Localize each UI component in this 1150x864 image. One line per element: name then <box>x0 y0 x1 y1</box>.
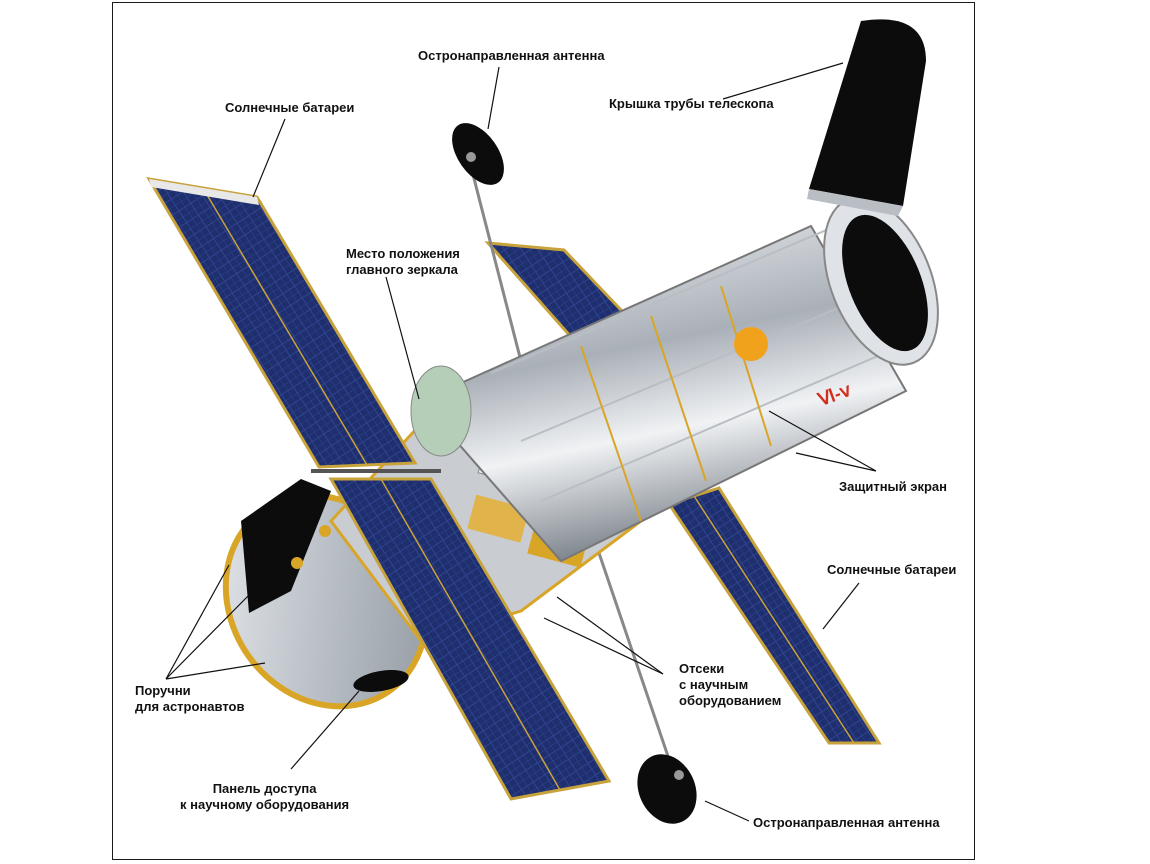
diagram-frame: Ⅵ-ⅴ <box>112 2 975 860</box>
leader-bays-2 <box>543 617 664 675</box>
label-solar-arrays-top: Солнечные батареи <box>225 100 355 115</box>
leader-antenna-top <box>487 66 500 130</box>
label-access-panel: Панель доступа к научному оборудования <box>180 781 349 813</box>
leader-shield-2 <box>795 452 877 472</box>
hubble-telescope-illustration: Ⅵ-ⅴ <box>146 19 939 824</box>
label-handrails: Поручни для астронавтов <box>135 683 244 715</box>
leader-aperture-door <box>722 62 844 100</box>
label-handrails-line1: Поручни <box>135 683 191 698</box>
leader-handrails-2 <box>165 592 252 680</box>
label-aperture-door: Крышка трубы телескопа <box>609 96 774 111</box>
leader-handrails-3 <box>165 662 266 680</box>
label-bays-line3: оборудованием <box>679 693 782 708</box>
label-mirror-line1: Место положения <box>346 246 460 261</box>
leader-solar-right <box>822 582 860 630</box>
antenna-top <box>452 123 525 370</box>
label-panel-line1: Панель доступа <box>212 781 317 796</box>
solar-array-top <box>146 176 418 469</box>
label-mirror-line2: главного зеркала <box>346 262 458 277</box>
aperture-door <box>807 19 926 216</box>
label-bays-line2: с научным <box>679 677 749 692</box>
label-shield: Защитный экран <box>839 479 947 494</box>
label-handrails-line2: для астронавтов <box>135 699 245 714</box>
leader-shield-1 <box>768 410 877 472</box>
solar-array-bottom <box>311 469 612 801</box>
label-solar-arrays-right: Солнечные батареи <box>827 562 957 577</box>
label-antenna-top: Остронаправленная антенна <box>418 48 605 63</box>
label-bays-line1: Отсеки <box>679 661 725 676</box>
label-panel-line2: к научному оборудования <box>180 797 350 812</box>
leader-lines <box>165 62 877 822</box>
label-antenna-bottom: Остронаправленная антенна <box>753 815 940 830</box>
label-instrument-bays: Отсеки с научным оборудованием <box>679 661 781 709</box>
telescope-tube: Ⅵ-ⅴ <box>410 196 939 563</box>
leader-solar-top <box>252 118 286 198</box>
solar-array-right <box>666 486 882 745</box>
label-mirror-location: Место положения главного зеркала <box>346 246 460 278</box>
leader-handrails-1 <box>165 564 230 680</box>
leader-antenna-bottom <box>704 800 750 822</box>
leader-access-panel <box>290 690 360 770</box>
leader-mirror <box>385 276 420 400</box>
leader-bays-1 <box>556 596 664 675</box>
antenna-bottom <box>597 552 697 824</box>
